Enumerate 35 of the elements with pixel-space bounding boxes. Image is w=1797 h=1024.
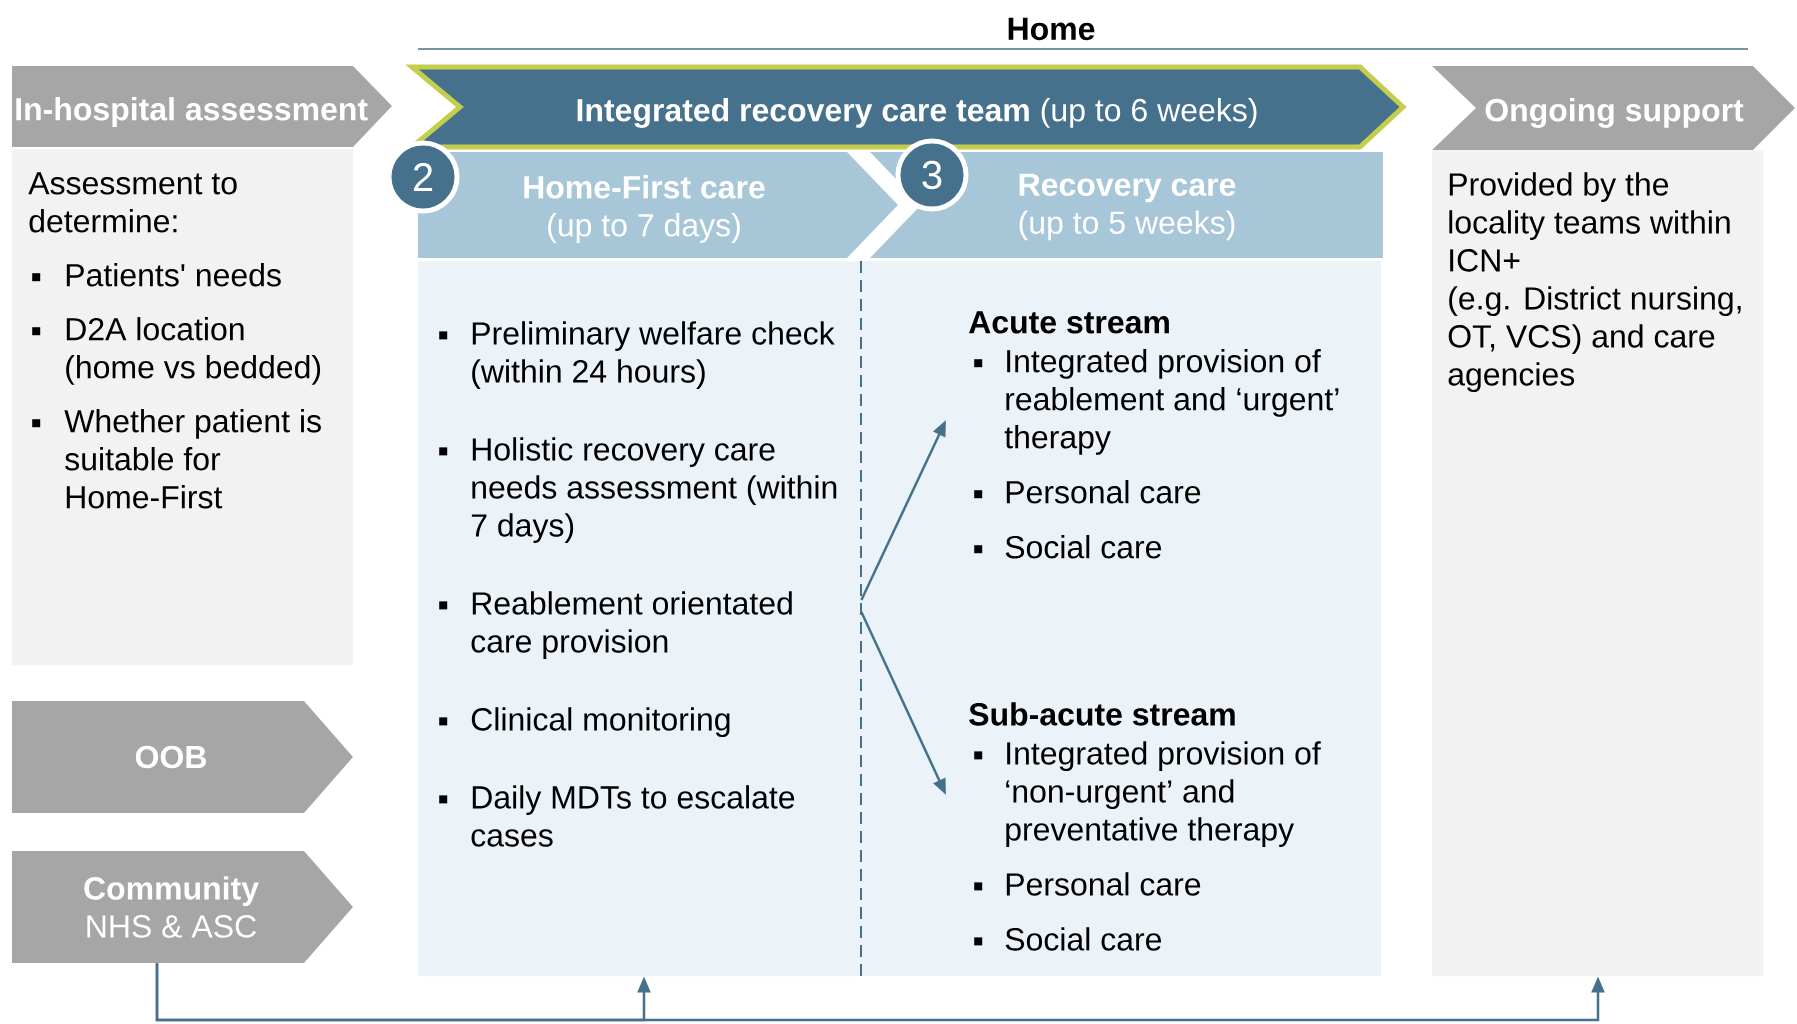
list-item: Holistic recovery care needs assessment (within 7 days) (471, 437, 837, 543)
list-item: D2A location (home vs bedded) (66, 317, 321, 385)
paragraph: Provided by the locality teams within ICN+ (1449, 172, 1730, 272)
header-band (870, 152, 1383, 258)
text-panel (418, 261, 862, 977)
paragraph: (e.g. District nursing, OT, VCS) and care agencies (1448, 286, 1741, 392)
chevron-label: OOB (12, 701, 353, 813)
list-item: Personal care (1006, 480, 1201, 504)
band-subtitle: (up to 7 days) (548, 213, 740, 243)
list-item: Integrated provision of ‘non-urgent’ and preventative therapy (1006, 741, 1321, 847)
chevron-header: Ongoing support (1432, 66, 1795, 150)
list-item: Preliminary welfare check (within 24 hours) (472, 321, 835, 389)
band-subtitle: NHS & ASC (87, 915, 256, 938)
paragraph: Assessment to determine: (28, 172, 237, 233)
list-item: Patients' needs (66, 263, 281, 287)
band-title: Recovery care (1019, 173, 1236, 203)
list-item: Clinical monitoring (471, 707, 730, 737)
list-heading: Sub-acute stream (969, 702, 1235, 726)
chevron-label (12, 851, 353, 963)
chevron-header: In-hospital assessment (12, 66, 392, 147)
list-item: Social care (1005, 535, 1162, 559)
list-item: Whether patient is suitable for Home-First (64, 409, 321, 509)
band-subtitle: (up to 5 weeks) (1019, 210, 1235, 241)
list-item: Reablement orientated care provision (471, 591, 792, 659)
heading: Home (1008, 17, 1095, 41)
text-panel (12, 149, 354, 666)
list-item: Daily MDTs to escalate cases (471, 785, 795, 847)
text-panel (1432, 150, 1764, 977)
list-item: Personal care (1006, 872, 1201, 896)
band-title: Home-First care (524, 175, 765, 199)
list-heading: Acute stream (969, 311, 1169, 334)
arrow (155, 963, 1605, 1022)
list-item: Integrated provision of reablement and ‘urgent’ therapy (1004, 349, 1339, 455)
list-item: Social care (1005, 927, 1162, 951)
band-title: Community (84, 876, 259, 907)
